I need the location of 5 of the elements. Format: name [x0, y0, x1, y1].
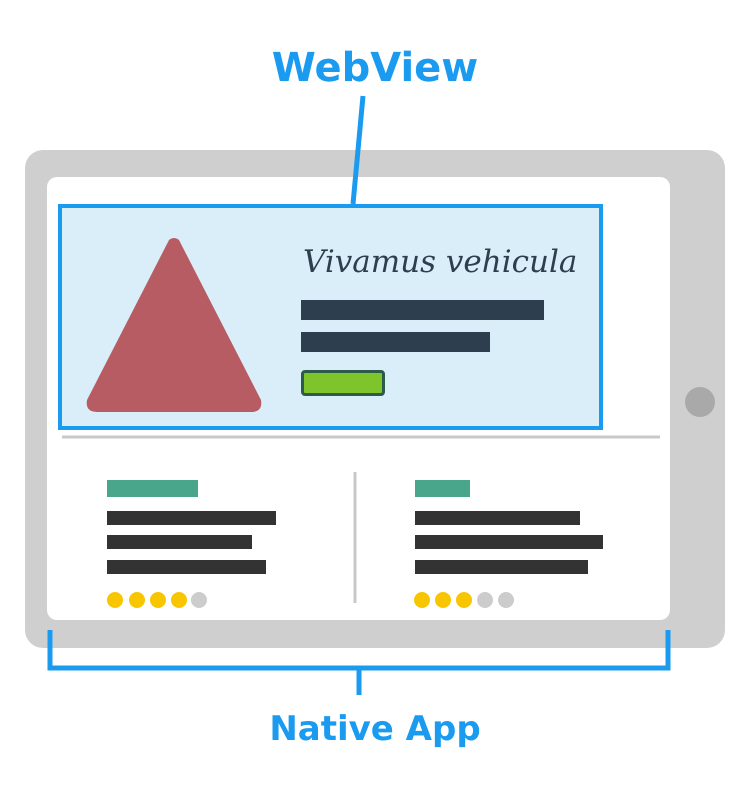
caption-label: Native App [268, 712, 482, 746]
webview-panel [58, 204, 603, 430]
leader-line [350, 96, 366, 204]
headline: Vivamus vehicula [303, 244, 578, 280]
heading: WebView [272, 48, 478, 88]
